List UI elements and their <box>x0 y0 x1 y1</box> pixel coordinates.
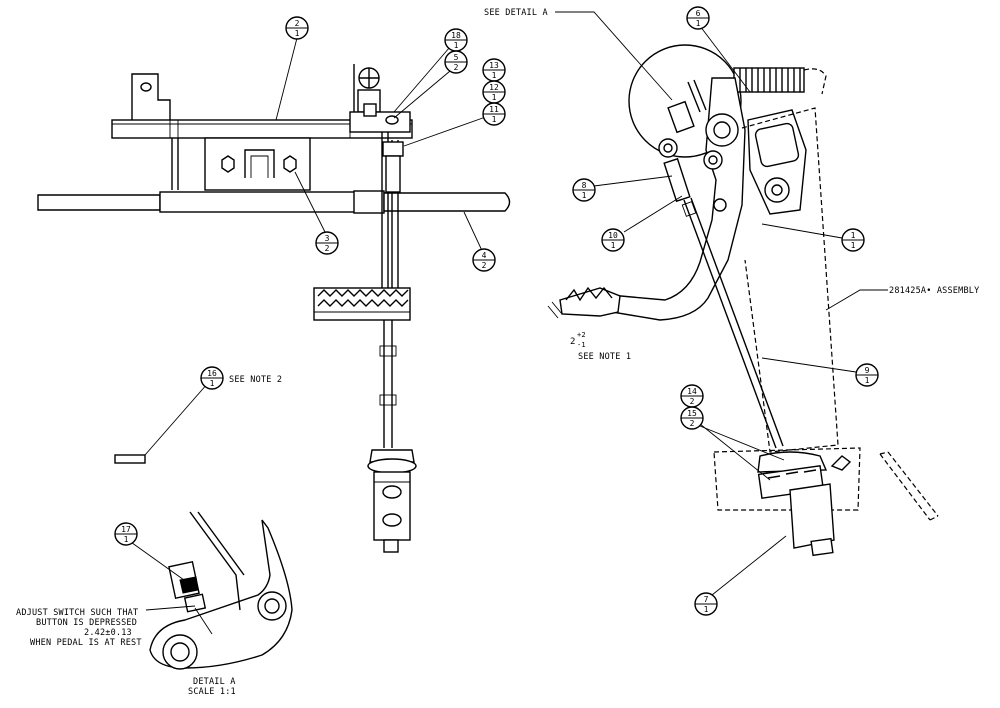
see-detail-a-note: SEE DETAIL A <box>484 8 548 18</box>
svg-text:2: 2 <box>295 19 300 28</box>
tolerance-minus: -1 <box>577 341 586 349</box>
adjust-note-line-2: BUTTON IS DEPRESSED <box>36 618 137 628</box>
drawing-notes: SEE DETAIL A SEE NOTE 2 281425A• ASSEMBL… <box>16 8 979 697</box>
svg-text:1: 1 <box>851 241 856 250</box>
side-view <box>559 44 939 557</box>
balloon-18-1: 18 1 <box>444 28 468 52</box>
svg-text:2: 2 <box>454 63 459 72</box>
svg-text:1: 1 <box>454 41 459 50</box>
svg-text:1: 1 <box>704 605 709 614</box>
detail-title: DETAIL A <box>193 677 236 687</box>
leader-lines <box>127 11 888 611</box>
svg-text:1: 1 <box>582 191 587 200</box>
balloon-10-1: 10 1 <box>601 228 625 252</box>
svg-text:7: 7 <box>704 595 709 604</box>
svg-text:5: 5 <box>454 53 459 62</box>
svg-text:16: 16 <box>207 369 217 378</box>
svg-text:18: 18 <box>451 31 461 40</box>
top-view <box>37 64 511 553</box>
assembly-label: 281425A• ASSEMBLY <box>889 286 979 296</box>
item-balloons: 2 1 18 1 5 2 13 1 12 1 <box>114 6 879 616</box>
svg-text:1: 1 <box>865 376 870 385</box>
svg-text:2: 2 <box>690 419 695 428</box>
balloon-2-1: 2 1 <box>285 16 309 40</box>
balloon-13-1: 13 1 <box>482 58 506 82</box>
balloon-12-1: 12 1 <box>482 80 506 104</box>
svg-text:2: 2 <box>482 261 487 270</box>
svg-text:1: 1 <box>492 71 497 80</box>
svg-text:12: 12 <box>489 83 499 92</box>
adjust-note-line-4: WHEN PEDAL IS AT REST <box>30 638 142 648</box>
svg-text:6: 6 <box>696 9 701 18</box>
balloon-6-1: 6 1 <box>686 6 710 30</box>
svg-text:1: 1 <box>295 29 300 38</box>
svg-text:1: 1 <box>611 241 616 250</box>
svg-text:4: 4 <box>482 251 487 260</box>
balloon-8-1: 8 1 <box>572 178 596 202</box>
adjust-note-line-1: ADJUST SWITCH SUCH THAT <box>16 608 138 618</box>
balloon-15-2: 15 2 <box>680 406 704 430</box>
svg-text:3: 3 <box>325 234 330 243</box>
balloon-14-2: 14 2 <box>680 384 704 408</box>
part-16 <box>114 454 146 464</box>
svg-text:1: 1 <box>492 115 497 124</box>
svg-text:1: 1 <box>851 231 856 240</box>
balloon-11-1: 11 1 <box>482 102 506 126</box>
svg-text:15: 15 <box>687 409 697 418</box>
tolerance-base: 2 <box>570 337 576 347</box>
balloon-4-2: 4 2 <box>472 248 496 272</box>
detail-scale: SCALE 1:1 <box>188 687 236 697</box>
detail-a-view <box>149 511 293 670</box>
svg-text:8: 8 <box>582 181 587 190</box>
see-note-2-label: SEE NOTE 2 <box>229 375 282 385</box>
see-note-1-label: SEE NOTE 1 <box>578 352 631 362</box>
svg-text:17: 17 <box>121 525 131 534</box>
balloon-9-1: 9 1 <box>855 363 879 387</box>
svg-text:11: 11 <box>489 105 499 114</box>
svg-text:14: 14 <box>687 387 697 396</box>
svg-text:2: 2 <box>690 397 695 406</box>
svg-text:9: 9 <box>865 366 870 375</box>
svg-text:1: 1 <box>492 93 497 102</box>
tolerance-plus: +2 <box>577 331 586 339</box>
svg-text:1: 1 <box>124 535 129 544</box>
balloon-17-1: 17 1 <box>114 522 138 546</box>
balloon-5-2: 5 2 <box>444 50 468 74</box>
svg-text:10: 10 <box>608 231 618 240</box>
balloon-1-1: 1 1 <box>841 228 865 252</box>
svg-text:1: 1 <box>696 19 701 28</box>
svg-text:2: 2 <box>325 244 330 253</box>
svg-text:1: 1 <box>210 379 215 388</box>
adjust-note-line-3: 2.42±0.13 <box>84 628 132 638</box>
balloon-7-1: 7 1 <box>694 592 718 616</box>
balloon-16-1: 16 1 <box>200 366 224 390</box>
svg-text:13: 13 <box>489 61 499 70</box>
balloon-3-2: 3 2 <box>315 231 339 255</box>
